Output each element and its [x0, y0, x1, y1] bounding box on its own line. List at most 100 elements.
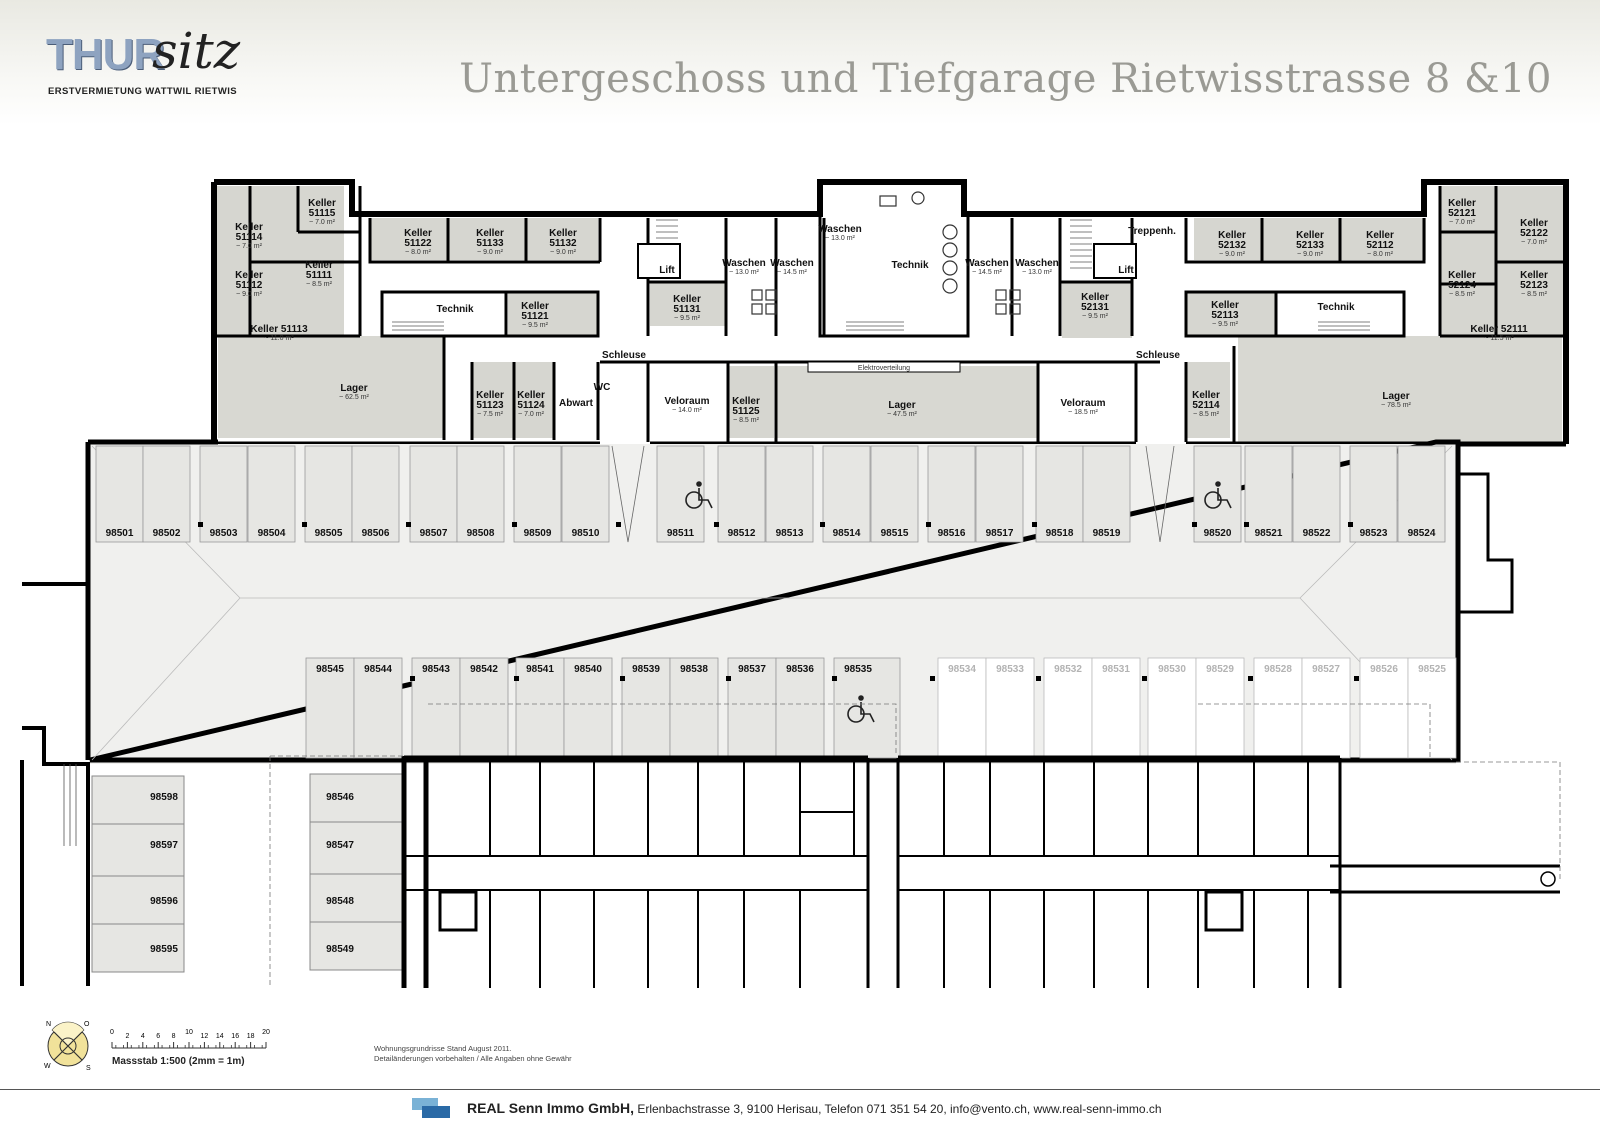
stall-98545: 98545: [316, 664, 344, 675]
stall-98531: 98531: [1102, 664, 1130, 675]
room-name: Keller: [517, 390, 545, 401]
scale-tick: 6: [156, 1033, 160, 1040]
room-number: 51123: [476, 400, 504, 411]
parking-stall: [1147, 657, 1197, 759]
room-area: ~ 14.5 m²: [972, 269, 1002, 276]
room-area: ~ 9.0 m²: [477, 249, 504, 256]
stall-98549: 98549: [326, 944, 354, 955]
room-number: 51122: [404, 238, 432, 249]
room-area: ~ 13.0 m²: [729, 269, 759, 276]
scale-tick: 18: [247, 1033, 255, 1040]
company-name: REAL Senn Immo GmbH,: [467, 1100, 634, 1116]
misc-labels: Technik Technik Technik Lift Lift Schleu…: [436, 226, 1354, 409]
cellar-block: Elektroverteilung: [211, 179, 1569, 447]
room-name: Keller: [305, 260, 333, 271]
room-name: Waschen: [1015, 258, 1059, 269]
parking-stall: [409, 445, 458, 543]
room-number: 52114: [1192, 400, 1220, 411]
room-area: ~ 8.5 m²: [1449, 291, 1476, 298]
parking-stall: [1244, 445, 1293, 543]
room-name: Veloraum: [664, 396, 709, 407]
stall-98520: 98520: [1204, 528, 1232, 539]
stall-98527: 98527: [1312, 664, 1340, 675]
room-area: ~ 8.5 m²: [306, 281, 333, 288]
upper-floor-dashed: [269, 703, 1561, 988]
stall-98595: 98595: [150, 944, 178, 955]
room-number: 52121: [1448, 208, 1476, 219]
stall-98523: 98523: [1360, 528, 1388, 539]
stall-98514: 98514: [833, 528, 861, 539]
compass-n: N: [46, 1021, 51, 1028]
stall-98518: 98518: [1046, 528, 1074, 539]
lift-left: Lift: [659, 265, 675, 276]
room-area: ~ 7.0 m²: [236, 243, 263, 250]
room-area: ~ 9.0 m²: [550, 249, 577, 256]
room-area: ~ 9.5 m²: [674, 315, 701, 322]
schleuse-right: Schleuse: [1136, 350, 1180, 361]
stall-98537: 98537: [738, 664, 766, 675]
stall-98543: 98543: [422, 664, 450, 675]
scale-tick: 2: [125, 1033, 129, 1040]
room-number: 52131: [1081, 302, 1109, 313]
room-number: 51115: [309, 208, 336, 219]
room-name: Keller: [673, 294, 701, 305]
parking-stall: [1253, 657, 1303, 759]
stall-98505: 98505: [315, 528, 343, 539]
room-name: Keller: [1296, 230, 1324, 241]
parking-stall: [561, 445, 610, 543]
stall-98502: 98502: [153, 528, 181, 539]
stall-98596: 98596: [150, 896, 178, 907]
scale-tick: 0: [110, 1029, 114, 1036]
parking-stall: [937, 657, 987, 759]
compass-s: S: [86, 1065, 91, 1072]
parking-stall: [563, 657, 613, 759]
stall-98536: 98536: [786, 664, 814, 675]
room-area: ~ 11.0 m²: [264, 335, 294, 342]
stall-98501: 98501: [106, 528, 134, 539]
stall-98524: 98524: [1408, 528, 1436, 539]
room-area: ~ 8.5 m²: [1521, 291, 1548, 298]
wc-label: WC: [594, 382, 611, 393]
room-name: Waschen: [965, 258, 1009, 269]
stall-98541: 98541: [526, 664, 554, 675]
room-area: ~ 14.0 m²: [672, 407, 702, 414]
parking-stall: [1035, 445, 1084, 543]
room-name: Keller: [308, 198, 336, 209]
parking-stall: [833, 657, 901, 759]
room-name: Waschen: [818, 224, 862, 235]
room-name: Keller 51113: [250, 324, 308, 335]
parking-stall: [1397, 445, 1446, 543]
parking-stall: [1082, 445, 1131, 543]
treppenhaus-label: Treppenh.: [1128, 226, 1176, 237]
note-line-2: Detailänderungen vorbehalten / Alle Anga…: [374, 1054, 572, 1063]
room-name: Keller: [1448, 270, 1476, 281]
stall-98597: 98597: [150, 840, 178, 851]
room-area: ~ 18.5 m²: [1068, 409, 1098, 416]
parking-stall: [1359, 657, 1409, 759]
compass-w: W: [44, 1063, 51, 1070]
room-area: ~ 78.5 m²: [1381, 402, 1411, 409]
room-area: ~ 7.0 m²: [1521, 239, 1548, 246]
room-name: Keller: [235, 270, 263, 281]
footer-text: REAL Senn Immo GmbH, Erlenbachstrasse 3,…: [467, 1100, 1162, 1116]
compass-o: O: [84, 1021, 90, 1028]
stall-98503: 98503: [210, 528, 238, 539]
note-line-1: Wohnungsgrundrisse Stand August 2011.: [374, 1044, 512, 1053]
stall-98526: 98526: [1370, 664, 1398, 675]
room-area: ~ 13.0 m²: [1022, 269, 1052, 276]
room-area: ~ 8.0 m²: [1367, 251, 1394, 258]
parking-stall: [199, 445, 248, 543]
technik-center: Technik: [891, 260, 928, 271]
logo-subtitle: ERSTVERMIETUNG WATTWIL RIETWIS: [48, 86, 237, 97]
stall-98517: 98517: [986, 528, 1014, 539]
room-name: Lager: [1382, 391, 1409, 402]
header-band: THUR sitz ERSTVERMIETUNG WATTWIL RIETWIS…: [0, 0, 1600, 125]
schleuse-left: Schleuse: [602, 350, 646, 361]
stall-98519: 98519: [1093, 528, 1121, 539]
room-name: Keller: [1448, 198, 1476, 209]
room-number: 52112: [1366, 240, 1394, 251]
parking-stall: [822, 445, 871, 543]
room-name: Keller: [1081, 292, 1109, 303]
